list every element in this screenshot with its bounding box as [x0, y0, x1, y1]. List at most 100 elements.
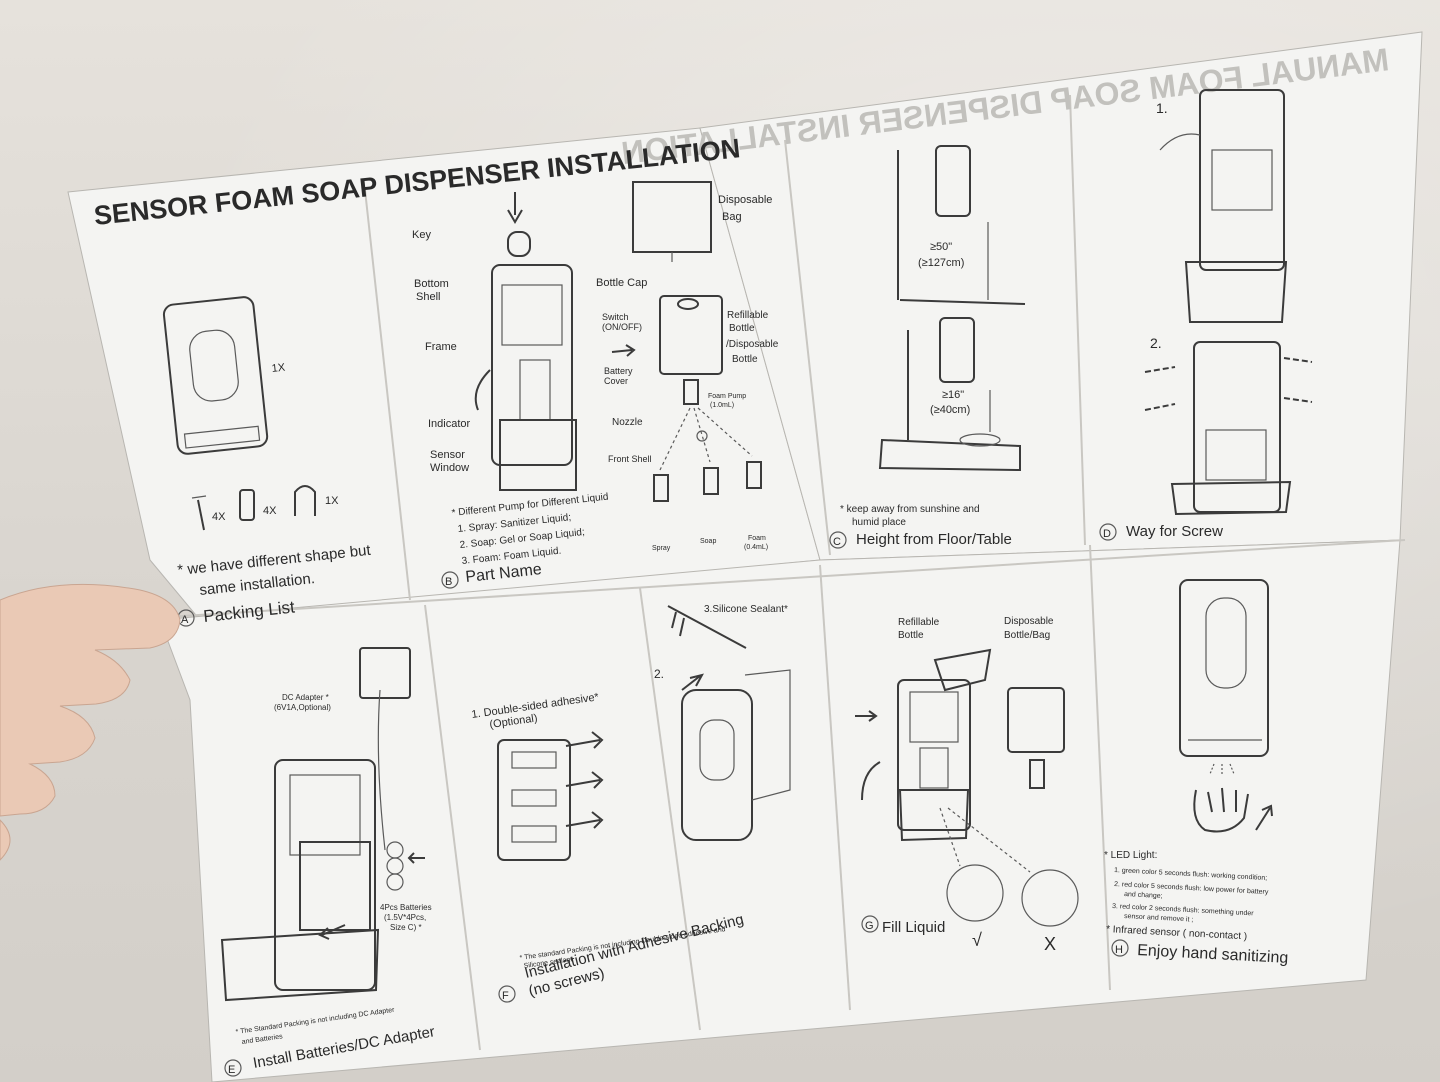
- label-soap: Soap: [700, 538, 716, 545]
- dispenser-icon: [162, 296, 269, 455]
- fold-vertical-5: [639, 587, 701, 1031]
- floor-height: ≥50": [930, 241, 952, 253]
- fill-dispenser-diagram: [855, 648, 1079, 927]
- screw-step-1: 1.: [1156, 100, 1168, 116]
- fill-disposable-2: Bottle/Bag: [1004, 630, 1050, 641]
- section-letter-circle-b: [441, 571, 459, 589]
- fill-disposable: Disposable: [1004, 616, 1054, 627]
- fold-vertical-7: [1089, 544, 1111, 991]
- section-letter-e: E: [228, 1064, 235, 1076]
- section-title-c: Height from Floor/Table: [856, 531, 1012, 548]
- fill-refillable-2: Bottle: [898, 630, 924, 641]
- label-bottle-cap: Bottle Cap: [596, 277, 647, 289]
- label-refillable-3: /Disposable: [726, 339, 779, 350]
- sensor-dispenser-diagram: [1179, 579, 1269, 776]
- section-letter-a: A: [181, 614, 189, 626]
- table-height: ≥16": [942, 389, 964, 401]
- label-disposable-bag: Disposable: [718, 194, 772, 206]
- section-b-part-name: Key Bottom Shell Frame Indicator Sensor …: [412, 181, 779, 589]
- open-dispenser-diagram-1: [1159, 89, 1288, 323]
- label-indicator: Indicator: [428, 418, 471, 430]
- screw-step-2: 2.: [1150, 335, 1162, 351]
- qty-anchors: 4X: [263, 505, 277, 517]
- section-letter-g: G: [865, 920, 874, 932]
- section-letter-c: C: [833, 536, 841, 548]
- hand-icon: [1193, 787, 1249, 833]
- led-item-2b: and change;: [1124, 891, 1163, 900]
- dc-adapter-label: DC Adapter *: [282, 693, 329, 702]
- arrow-right-icon: [611, 344, 636, 357]
- battery-dispenser-diagram: [220, 759, 425, 1002]
- silicone-gun-icon: [667, 605, 747, 649]
- fold-vertical-1: [364, 189, 411, 601]
- holding-hand: [0, 583, 181, 861]
- section-letter-b: B: [445, 576, 452, 588]
- qty-dispenser: 1X: [271, 362, 286, 375]
- adhesive-step-3: 3.Silicone Sealant*: [704, 604, 788, 615]
- fold-vertical-4: [424, 604, 481, 1051]
- fold-vertical-2: [784, 139, 831, 556]
- wall-outlet-icon: [359, 647, 411, 851]
- qty-key: 1X: [325, 495, 339, 507]
- fold-vertical-6: [819, 564, 851, 1011]
- section-g-fill-liquid: Refillable Bottle Disposable Bottle/Bag: [855, 616, 1079, 954]
- led-item-3b: sensor and remove it ;: [1124, 913, 1194, 924]
- section-letter-h: H: [1115, 944, 1123, 956]
- exploded-dispenser-diagram: [474, 192, 577, 491]
- label-key: Key: [412, 229, 431, 241]
- label-bottom-shell-2: Shell: [416, 291, 440, 303]
- label-sensor-window-2: Window: [430, 462, 469, 474]
- fold-vertical-3: [1069, 94, 1086, 546]
- section-letter-circle-d: [1099, 523, 1117, 541]
- section-letter-circle-f: [498, 985, 516, 1003]
- section-letter-circle-c: [829, 531, 847, 549]
- label-spray: Spray: [652, 545, 671, 552]
- screw-icon: [191, 495, 207, 531]
- mounted-dispenser-diagram: [681, 669, 791, 841]
- label-disposable-bag-2: Bag: [722, 211, 742, 223]
- batteries-label: 4Pcs Batteries: [380, 903, 432, 912]
- section-letter-f: F: [502, 990, 509, 1002]
- label-battery-cover-2: Cover: [604, 376, 628, 386]
- qty-screws: 4X: [212, 511, 226, 523]
- batteries-label-2: (1.5V*4Pcs,: [384, 913, 426, 922]
- bottle-diagram: [632, 181, 762, 502]
- section-title-d: Way for Screw: [1126, 523, 1223, 540]
- led-title: * LED Light:: [1104, 850, 1157, 861]
- label-switch: Switch: [602, 312, 629, 322]
- adhesive-step-2: 2.: [654, 667, 664, 681]
- label-refillable: Refillable: [727, 310, 769, 321]
- anchor-icon: [239, 489, 255, 521]
- fill-correct-mark: √: [972, 930, 982, 950]
- section-letter-circle-e: [224, 1059, 242, 1077]
- section-letter-circle-g: [861, 915, 879, 933]
- section-letter-d: D: [1103, 528, 1111, 540]
- label-sensor-window: Sensor: [430, 449, 465, 461]
- label-foam-pump: Foam Pump: [708, 393, 746, 400]
- label-front-shell: Front Shell: [608, 454, 652, 464]
- batteries-label-3: Size C) *: [390, 923, 422, 932]
- label-battery-cover: Battery: [604, 366, 633, 376]
- label-foam-pump-2: (1.0mL): [710, 402, 734, 409]
- section-d-way-for-screw: 1. 2. D Way for Screw: [1099, 89, 1313, 541]
- floor-height-cm: (≥127cm): [918, 257, 964, 269]
- label-switch-2: (ON/OFF): [602, 322, 642, 332]
- height-note-1: * keep away from sunshine and: [840, 504, 980, 515]
- adhesive-back-diagram: [497, 731, 604, 861]
- table-height-cm: (≥40cm): [930, 404, 970, 416]
- label-foam-2: (0.4mL): [744, 544, 768, 551]
- arrow-up-icon: [1255, 804, 1273, 831]
- wall-height-diagram: [878, 145, 1026, 472]
- label-frame: Frame: [425, 341, 457, 353]
- section-c-height: ≥50" (≥127cm) ≥16" (≥40cm) * keep away f…: [829, 145, 1026, 549]
- section-letter-circle-h: [1111, 939, 1129, 957]
- label-bottom-shell: Bottom: [414, 278, 449, 290]
- label-nozzle: Nozzle: [612, 417, 643, 428]
- label-refillable-2: Bottle: [729, 323, 755, 334]
- section-title-g: Fill Liquid: [882, 919, 945, 936]
- label-foam: Foam: [748, 535, 766, 542]
- sheet-bottom-panel: [159, 539, 1401, 1082]
- fill-wrong-mark: X: [1044, 934, 1056, 954]
